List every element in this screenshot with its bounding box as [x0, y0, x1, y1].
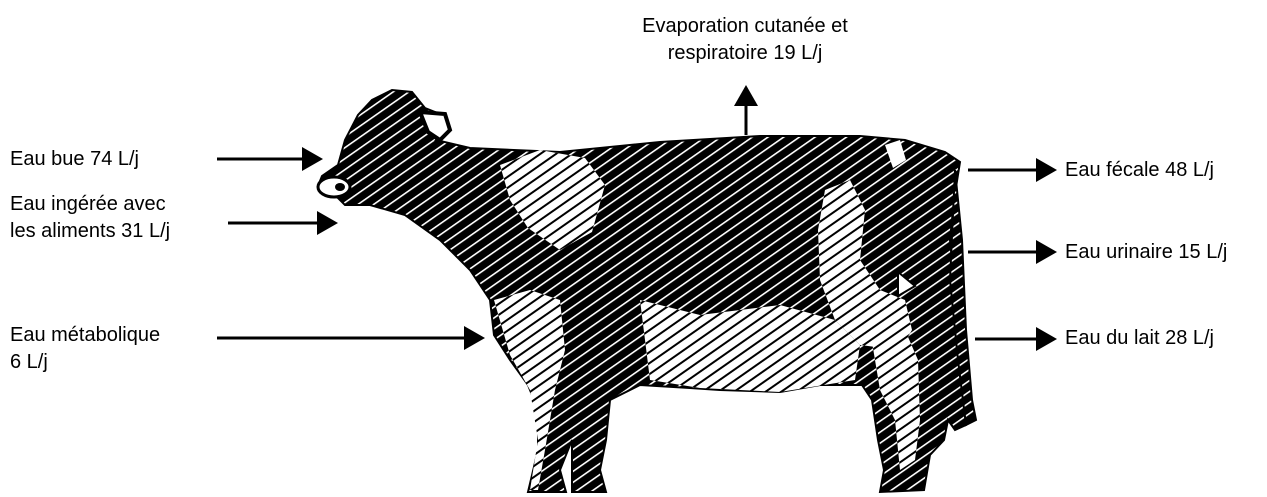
label-feed-water: Eau ingérée avec les aliments 31 L/j [10, 191, 170, 245]
label-urinary-water: Eau urinaire 15 L/j [1065, 239, 1227, 266]
label-evaporation: Evaporation cutanée et respiratoire 19 L… [590, 13, 900, 67]
holstein-cow-icon [318, 90, 976, 492]
label-drinking-water: Eau bue 74 L/j [10, 146, 139, 173]
label-metabolic-water: Eau métabolique 6 L/j [10, 322, 160, 376]
label-fecal-water: Eau fécale 48 L/j [1065, 157, 1214, 184]
label-milk-water: Eau du lait 28 L/j [1065, 325, 1214, 352]
cow-muzzle [318, 177, 350, 197]
